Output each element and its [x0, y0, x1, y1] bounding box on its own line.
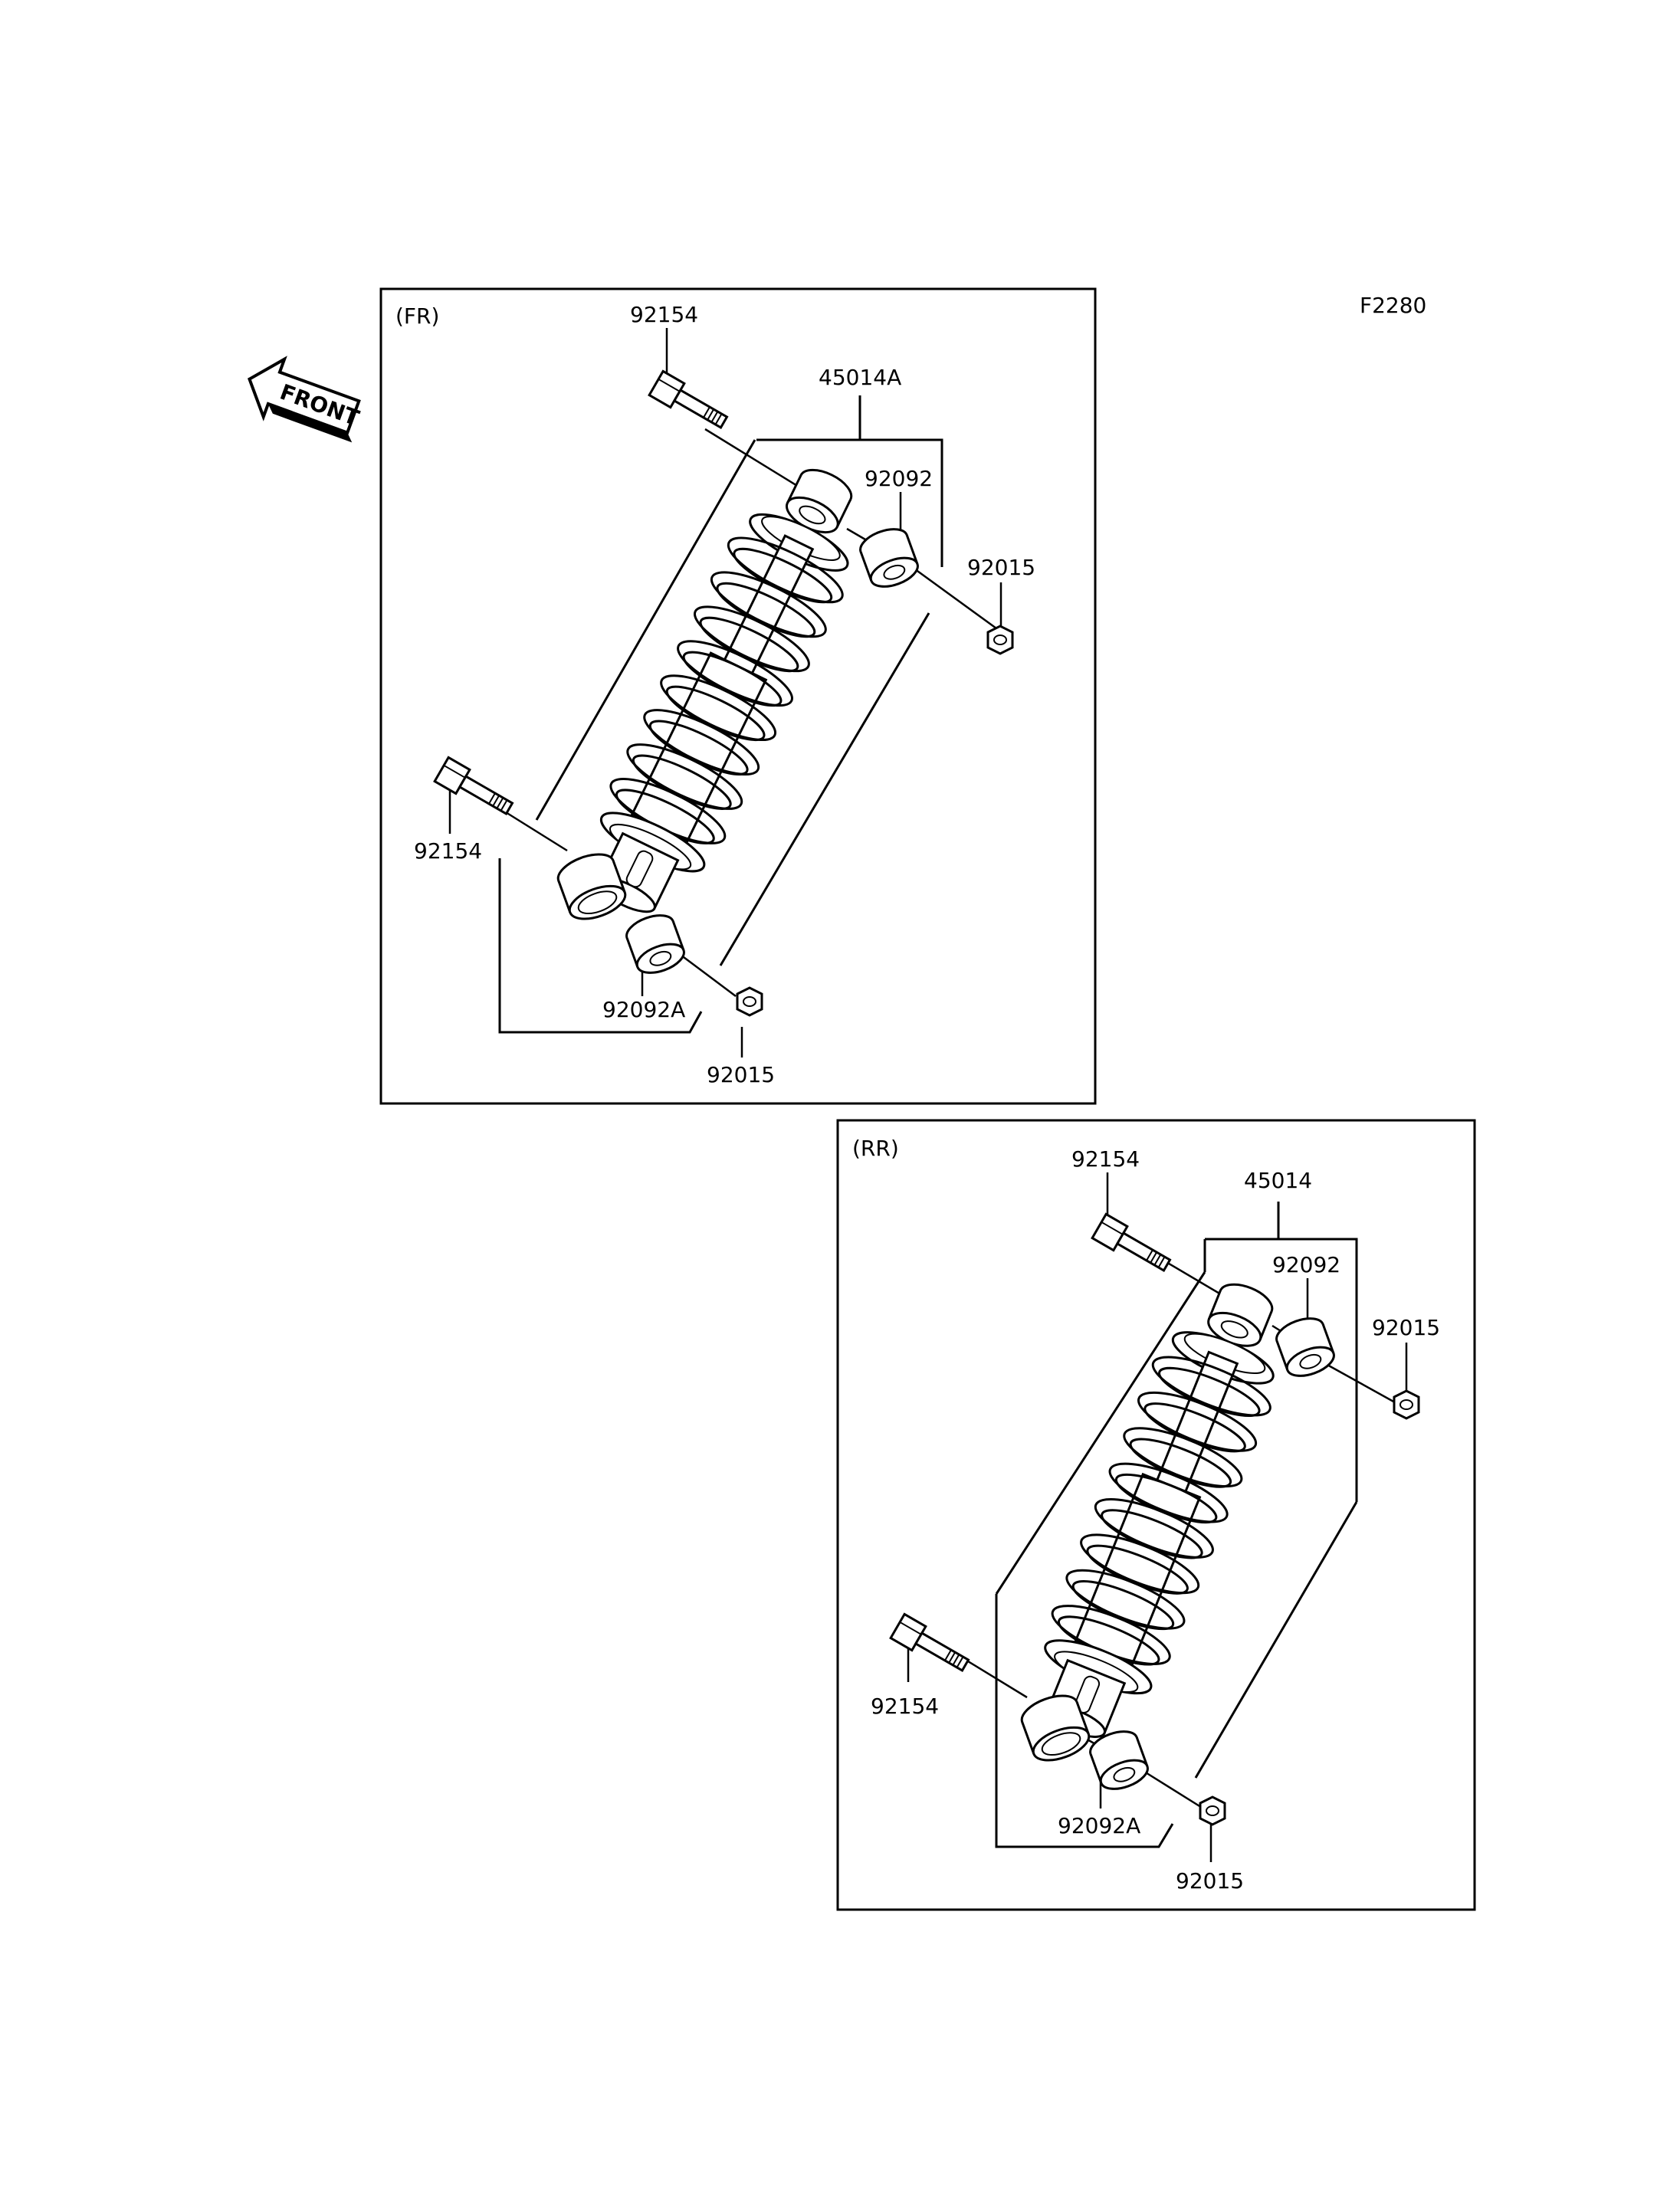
rear-top-bushing	[1271, 1311, 1339, 1383]
front-top-nut	[986, 625, 1014, 655]
front-bottom-bolt	[433, 756, 517, 822]
rear-bottom-bolt	[889, 1612, 973, 1679]
rear-assembly-bracket	[1205, 1238, 1358, 1502]
rear-bottom-nut	[1199, 1795, 1226, 1826]
front-label-nut-top: 92015	[967, 555, 1035, 580]
front-label-bolt-bottom: 92154	[414, 838, 482, 864]
front-label-assembly: 45014A	[819, 365, 901, 390]
front-panel: (FR)	[379, 287, 1097, 1105]
front-label-collar-top: 92092	[865, 466, 933, 491]
front-direction-badge: FRONT	[247, 356, 363, 443]
rear-lower-bracket	[995, 1594, 1174, 1848]
front-lower-bracket	[498, 858, 703, 1034]
rear-panel-title: (RR)	[852, 1136, 899, 1161]
front-top-bolt	[648, 369, 732, 436]
front-top-bushing	[855, 522, 923, 594]
rear-top-bolt	[1091, 1212, 1175, 1279]
front-assembly-bracket	[756, 438, 943, 567]
rear-label-assembly: 45014	[1244, 1168, 1312, 1193]
rear-label-collar-top: 92092	[1272, 1252, 1340, 1277]
rear-label-collar-bottom: 92092A	[1058, 1813, 1140, 1838]
front-shock-absorber	[564, 446, 890, 934]
front-label-collar-bottom: 92092A	[602, 997, 685, 1022]
rear-panel: (RR)	[836, 1119, 1476, 1911]
front-label-nut-bottom: 92015	[707, 1062, 775, 1087]
rear-label-nut-top: 92015	[1372, 1315, 1440, 1340]
front-panel-frame	[379, 287, 1097, 1105]
rear-label-nut-bottom: 92015	[1176, 1868, 1244, 1894]
rear-label-bolt-top: 92154	[1071, 1146, 1140, 1172]
rear-panel-frame	[836, 1119, 1476, 1911]
front-bottom-bushing	[622, 908, 689, 980]
rear-label-bolt-bottom: 92154	[871, 1694, 939, 1719]
front-panel-title: (FR)	[395, 303, 439, 329]
front-label-bolt-top: 92154	[630, 302, 698, 327]
rear-top-nut	[1393, 1389, 1420, 1420]
front-bottom-nut	[736, 986, 763, 1017]
figure-code: F2280	[1360, 293, 1426, 318]
